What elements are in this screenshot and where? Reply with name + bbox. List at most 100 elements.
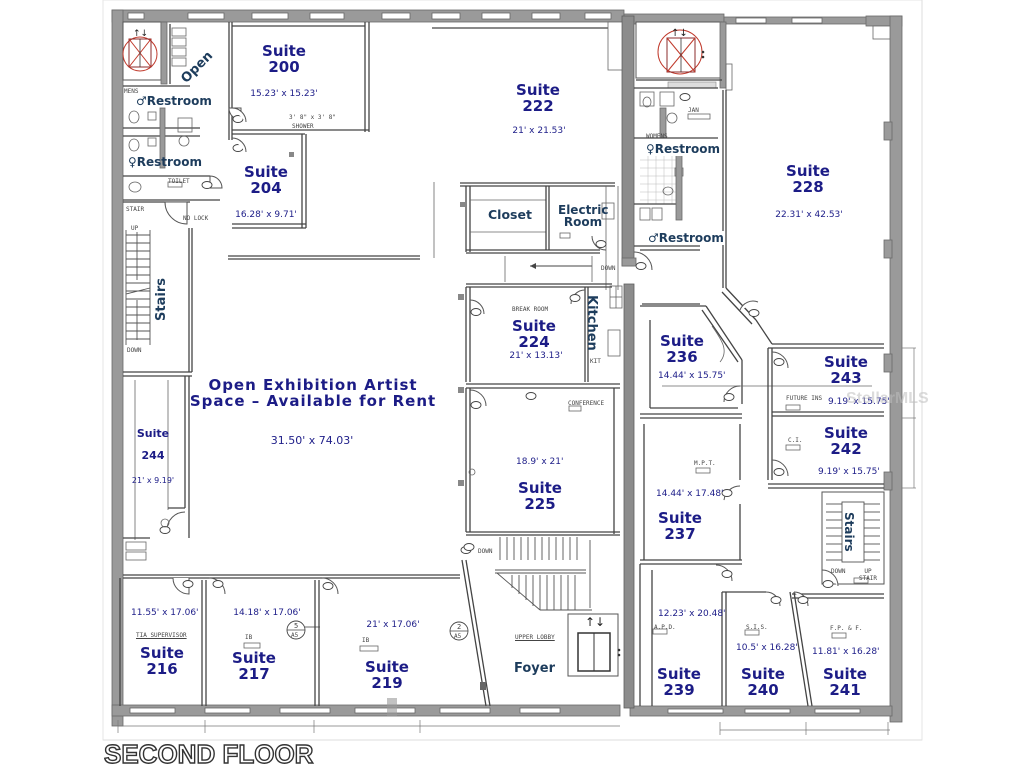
stairs-right-label: Stairs (842, 512, 862, 558)
kitchen-text: Kitchen (584, 295, 599, 351)
suite-242-number: 242 (830, 440, 862, 458)
suite-244-dims: 21' x 9.19' (131, 476, 175, 485)
tia-supervisor-tag: TIA SUPERVISOR (136, 632, 187, 639)
svg-text:↑↓: ↑↓ (133, 29, 148, 39)
mpt-tag: M.P.T. (694, 460, 716, 467)
ref-a5-left: A5 (291, 632, 299, 639)
suite-200-number: 200 (268, 58, 300, 76)
suite-240-number: 240 (747, 681, 779, 699)
top-windows (127, 12, 612, 20)
foyer-label[interactable]: Foyer (514, 661, 555, 676)
stair-tag-left: STAIR (126, 206, 145, 213)
suite-204-word: Suite (244, 163, 288, 181)
suite-243-number: 243 (830, 369, 862, 387)
floor-title: SECOND FLOOR (103, 739, 314, 769)
ci-tag: C.I. (788, 437, 803, 444)
open-exhibition-line2: Space – Available for Rent (189, 392, 437, 410)
suite-240-dims: 10.5' x 16.28' (736, 643, 798, 653)
closet-label: Closet (488, 207, 532, 222)
open-exhibition-dims: 31.50' x 74.03' (270, 434, 354, 447)
suite-225-label[interactable]: Suite 225 (518, 480, 562, 512)
future-ins-tag: FUTURE INS (786, 395, 823, 402)
tile-grid (640, 156, 680, 204)
ref-marker-5-a5 (286, 620, 320, 640)
ref-5: 5 (294, 622, 299, 630)
suite-240-label[interactable]: Suite 240 (741, 666, 785, 698)
apd-tag: A.P.D. (654, 624, 676, 631)
suite-216-label[interactable]: Suite 216 (140, 645, 184, 677)
down-tag-right: DOWN (831, 568, 846, 575)
suite-242-label[interactable]: Suite 242 (824, 425, 868, 457)
suite-200-label[interactable]: Suite 200 (262, 43, 306, 75)
suite-237-word: Suite (658, 509, 702, 527)
down-tag-foyer: DOWN (478, 548, 493, 555)
suite-222-word: Suite (516, 81, 560, 99)
suite-237-number: 237 (664, 525, 696, 543)
suite-228-word: Suite (786, 162, 830, 180)
suite-224-label[interactable]: Suite 224 (512, 318, 556, 350)
womens-restroom-left-label: ♀Restroom (128, 155, 202, 169)
suite-222-dims: 21' x 21.53' (512, 126, 566, 136)
suite-240-word: Suite (741, 665, 785, 683)
electric-room-line2: Room (563, 215, 603, 229)
suite-204-number: 204 (250, 179, 282, 197)
suite-222-number: 222 (522, 97, 554, 115)
stairs-left-text: Stairs (153, 278, 169, 321)
stellarmls-watermark: StellarMLS (846, 390, 929, 407)
kit-tag: KIT (590, 358, 601, 365)
mens-restroom-left-label: ♂Restroom (136, 94, 212, 108)
ib-tag-219: IB (362, 637, 370, 644)
mens-restroom-right-label: ♂Restroom (648, 231, 724, 245)
suite-236-dims: 14.44' x 15.75' (658, 371, 726, 381)
womens-tag-right: WOMENS (646, 133, 668, 140)
jan-tag: JAN (688, 107, 699, 114)
suite-242-dims: 9.19' x 15.75' (818, 467, 880, 477)
suite-239-number: 239 (663, 681, 695, 699)
svg-text:↑↓: ↑↓ (671, 28, 688, 39)
elevator-arrows-foyer: ↑↓ (585, 615, 606, 629)
suite-239-label[interactable]: Suite 239 (657, 666, 701, 698)
suite-244-number: 244 (141, 449, 165, 462)
suite-219-dims: 21' x 17.06' (366, 620, 420, 630)
break-room-tag: BREAK ROOM (512, 306, 549, 313)
suite-200-dims: 15.23' x 15.23' (250, 89, 318, 99)
stairs-left-label: Stairs (150, 278, 180, 321)
suite-217-label[interactable]: Suite 217 (232, 650, 276, 682)
fpf-tag: F.P. & F. (830, 625, 863, 632)
suite-217-number: 217 (238, 665, 270, 683)
suite-216-number: 216 (146, 660, 178, 678)
up-tag-left: UP (131, 225, 139, 232)
up-stair-tag: UP STAIR (858, 568, 878, 582)
down-tag-left: DOWN (127, 347, 142, 354)
womens-restroom-right-label: ♀Restroom (646, 142, 720, 156)
suite-237-label[interactable]: Suite 237 (658, 510, 702, 542)
suite-224-number: 224 (518, 333, 550, 351)
suite-204-label[interactable]: Suite 204 (244, 164, 288, 196)
suite-219-label[interactable]: Suite 219 (365, 659, 409, 691)
sis-tag: S.I.S. (746, 624, 768, 631)
right-stair-treads (826, 501, 880, 563)
suite-216-word: Suite (140, 644, 184, 662)
center-stair-treads (495, 537, 592, 611)
kitchen-label: Kitchen (584, 295, 606, 355)
suite-239-dims: 12.23' x 20.48' (658, 609, 726, 619)
suite-236-label[interactable]: Suite 236 (660, 333, 704, 365)
open-exhibition-title[interactable]: Open Exhibition Artist Space – Available… (188, 377, 438, 409)
suite-241-label[interactable]: Suite 241 (823, 666, 867, 698)
suite-222-label[interactable]: Suite 222 (516, 82, 560, 114)
suite-244-word[interactable]: Suite (136, 427, 170, 440)
suite-236-word: Suite (660, 332, 704, 350)
suite-228-label[interactable]: Suite 228 (786, 163, 830, 195)
suite-204-dims: 16.28' x 9.71' (235, 210, 297, 220)
toilet-tag: TOILET (168, 178, 190, 185)
left-stair-treads (125, 230, 151, 345)
shower-dims: 3' 8" x 3' 8" (289, 114, 336, 121)
electric-room-label: Electric Room (558, 204, 608, 228)
suite-225-dims: 18.9' x 21' (516, 457, 564, 467)
suite-243-dims: 9.19' x 15.75' (828, 397, 890, 407)
suite-228-number: 228 (792, 178, 824, 196)
shower-label: SHOWER (292, 123, 314, 130)
suite-243-label[interactable]: Suite 243 (824, 354, 868, 386)
mens-tag-left: MENS (124, 88, 139, 95)
